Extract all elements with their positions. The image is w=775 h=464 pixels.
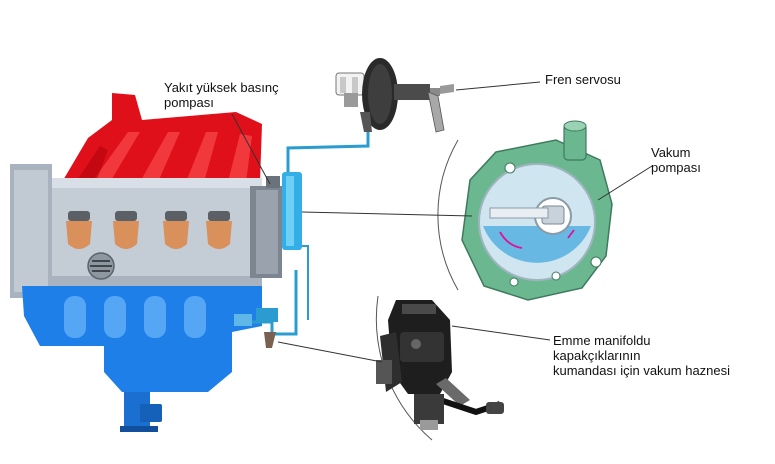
injector-4 bbox=[206, 211, 232, 249]
leader-lines bbox=[231, 81, 653, 363]
leader-pump-to-callout bbox=[301, 211, 473, 217]
engine-assembly bbox=[10, 93, 282, 432]
vacuum-pump-image bbox=[461, 120, 613, 301]
vacuum-reservoir-image bbox=[376, 300, 504, 430]
vacuum-line-to-brake-servo bbox=[286, 132, 370, 178]
label-vacuum-pump-line1: Vakum bbox=[651, 145, 691, 160]
leader-brake-servo bbox=[455, 81, 541, 91]
brake-servo-unit bbox=[335, 58, 454, 133]
label-fuel-pump: Yakıt yüksek basınç pompası bbox=[164, 80, 279, 110]
leader-reservoir-to-callout bbox=[277, 341, 383, 363]
vacuum-pump-callout bbox=[437, 120, 613, 301]
pump-block-on-engine bbox=[282, 172, 302, 250]
label-vacuum-pump: Vakum pompası bbox=[651, 145, 701, 175]
leader-fuel-pump bbox=[231, 113, 271, 185]
leader-vacuum-pump bbox=[597, 165, 653, 201]
intake-manifold bbox=[62, 93, 262, 182]
vacuum-reservoir-callout bbox=[375, 295, 504, 441]
label-brake-servo: Fren servosu bbox=[545, 72, 621, 87]
label-vacuum-reservoir-line3: kumandası için vakum haznesi bbox=[553, 363, 731, 378]
injector-1 bbox=[66, 211, 92, 249]
exhaust-manifold bbox=[22, 286, 262, 432]
label-vacuum-pump-line2: pompası bbox=[651, 160, 701, 175]
label-fuel-pump-line1: Yakıt yüksek basınç bbox=[164, 80, 279, 95]
oil-cap-icon bbox=[87, 252, 115, 280]
injector-2 bbox=[113, 211, 139, 249]
label-brake-servo-text: Fren servosu bbox=[545, 72, 621, 87]
label-vacuum-reservoir: Emme manifoldu kapakçıklarının kumandası… bbox=[553, 333, 730, 378]
reservoir-connector bbox=[234, 308, 278, 348]
label-fuel-pump-line2: pompası bbox=[164, 95, 214, 110]
engine-block bbox=[10, 164, 282, 298]
injector-3 bbox=[163, 211, 189, 249]
leader-reservoir bbox=[451, 325, 551, 341]
fuel-injectors bbox=[66, 211, 232, 249]
label-vacuum-reservoir-line1: Emme manifoldu bbox=[553, 333, 651, 348]
label-vacuum-reservoir-line2: kapakçıklarının bbox=[553, 348, 641, 363]
